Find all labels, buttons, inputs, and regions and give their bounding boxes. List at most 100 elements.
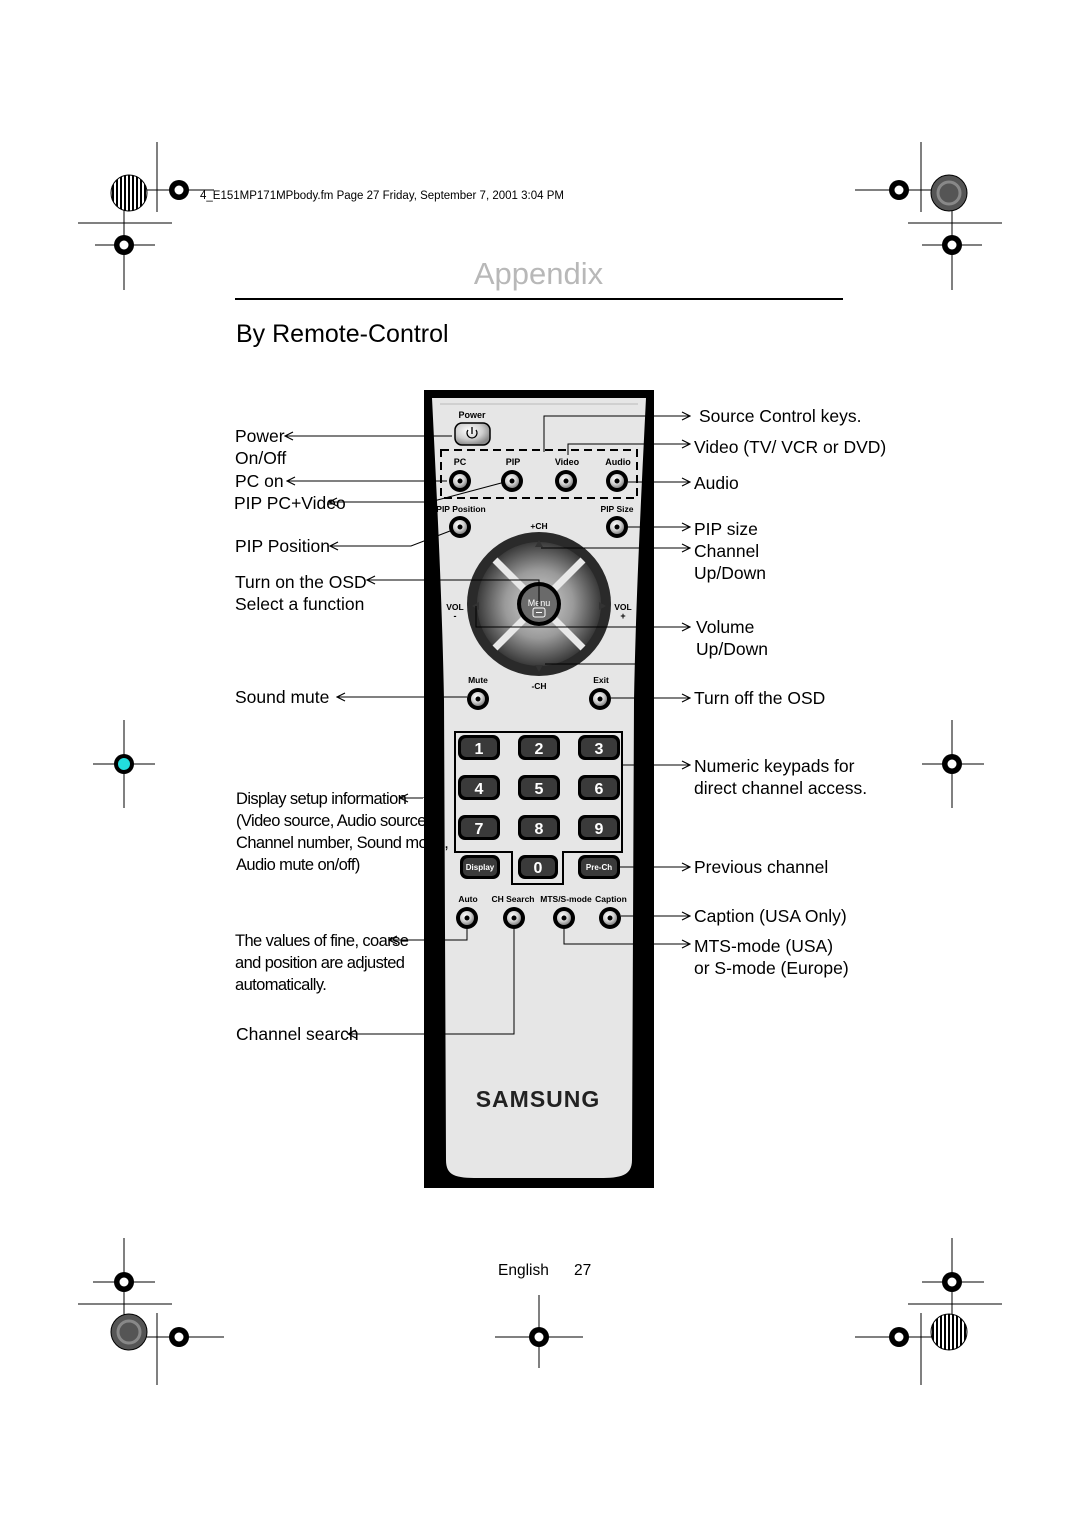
- remote-caption-button[interactable]: [599, 907, 621, 929]
- label-previous-channel: Previous channel: [694, 857, 829, 877]
- source-key-group: [440, 449, 638, 499]
- remote-pip-position-label: PIP Position: [436, 504, 485, 514]
- label-s-mode: or S-mode (Europe): [694, 958, 849, 978]
- registration-target: [942, 235, 962, 255]
- label-select-function: Select a function: [235, 594, 365, 614]
- label-numeric-keypads-2: direct channel access.: [694, 778, 868, 798]
- remote-exit-button[interactable]: [589, 688, 611, 710]
- remote-control: Power PC PIP Video Audio PIP Position PI…: [424, 390, 654, 1188]
- label-channel: Channel: [694, 541, 760, 561]
- label-display-info-1: Display setup information: [236, 790, 407, 808]
- label-turn-on-osd: Turn on the OSD: [235, 572, 367, 592]
- label-display-info-3: Channel number, Sound mode,: [236, 834, 449, 852]
- remote-digit-6-label: 6: [595, 781, 604, 798]
- remote-audio-button[interactable]: [606, 470, 628, 492]
- remote-vol-minus-label: -: [454, 611, 457, 621]
- file-header-line: 4_E151MP171MPbody.fm Page 27 Friday, Sep…: [200, 190, 564, 202]
- registration-target: [889, 180, 909, 200]
- remote-audio-label: Audio: [605, 457, 631, 467]
- registration-target: [169, 1327, 189, 1347]
- remote-digit-0-button[interactable]: [518, 855, 558, 879]
- remote-caption-label: Caption: [595, 894, 627, 904]
- remote-pip-button[interactable]: [501, 470, 523, 492]
- footer-language: English: [498, 1262, 549, 1279]
- registration-target: [114, 235, 134, 255]
- remote-ch-minus-label: -CH: [531, 681, 546, 691]
- label-pip-position: PIP Position: [235, 536, 331, 556]
- remote-digit-7-button[interactable]: 7: [458, 815, 500, 840]
- remote-pip-position-button[interactable]: [449, 516, 471, 538]
- remote-digit-2-label: 2: [535, 741, 544, 758]
- registration-target: [169, 180, 189, 200]
- remote-digit-3-button[interactable]: 3: [578, 735, 620, 760]
- remote-digit-5-button[interactable]: 5: [518, 775, 560, 800]
- remote-pc-label: PC: [454, 457, 467, 467]
- ch-up-arrow-icon: [535, 540, 543, 547]
- remote-digit-0-label: 0: [534, 860, 543, 877]
- remote-digit-7-label: 7: [475, 821, 484, 838]
- remote-digit-6-button[interactable]: 6: [578, 775, 620, 800]
- remote-ch-search-button[interactable]: [503, 907, 525, 929]
- remote-ch-plus-label: +CH: [530, 521, 547, 531]
- remote-mts-smode-label: MTS/S-mode: [540, 894, 592, 904]
- numeric-keypad-frame: [454, 731, 623, 885]
- label-channel-updown: Up/Down: [694, 563, 766, 583]
- label-pc-on: PC on: [235, 471, 284, 491]
- label-volume: Volume: [696, 617, 755, 637]
- remote-auto-label: Auto: [458, 894, 477, 904]
- section-title: By Remote-Control: [236, 320, 449, 348]
- label-power: Power: [235, 426, 285, 446]
- registration-target-cyan: [114, 754, 134, 774]
- remote-digit-5-label: 5: [535, 781, 544, 798]
- remote-pip-label: PIP: [506, 457, 521, 467]
- registration-targets: [114, 180, 962, 1347]
- remote-digit-4-button[interactable]: 4: [458, 775, 500, 800]
- registration-target: [114, 1272, 134, 1292]
- registration-target: [942, 754, 962, 774]
- registration-target: [942, 1272, 962, 1292]
- remote-vol-plus-label: +: [620, 611, 625, 621]
- remote-mts-smode-button[interactable]: [553, 907, 575, 929]
- label-caption: Caption (USA Only): [694, 906, 847, 926]
- color-wheels: [110, 174, 968, 1351]
- remote-digit-4-label: 4: [475, 781, 484, 798]
- remote-vol-right-label: VOL: [614, 602, 631, 612]
- remote-pre-ch-button[interactable]: [578, 855, 620, 879]
- remote-digit-1-button[interactable]: 1: [458, 735, 500, 760]
- remote-display-label: Display: [466, 863, 495, 872]
- color-wheel: [930, 174, 968, 212]
- remote-display-button[interactable]: [460, 855, 500, 879]
- color-wheel: [110, 174, 148, 212]
- label-auto-adjust-2: and position are adjusted: [235, 954, 405, 972]
- label-display-info-4: Audio mute on/off): [236, 856, 360, 874]
- label-video-source: Video (TV/ VCR or DVD): [694, 437, 887, 457]
- remote-power-label: Power: [458, 410, 486, 420]
- remote-pre-ch-label: Pre-Ch: [586, 863, 612, 872]
- label-display-info-2: (Video source, Audio source,: [236, 812, 430, 830]
- remote-video-label: Video: [555, 457, 580, 467]
- label-auto-adjust-1: The values of fine, coarse: [235, 932, 409, 950]
- remote-auto-button[interactable]: [456, 907, 478, 929]
- ch-down-arrow-icon: [535, 665, 543, 672]
- label-mts-mode: MTS-mode (USA): [694, 936, 834, 956]
- remote-digit-2-button[interactable]: 2: [518, 735, 560, 760]
- remote-digit-9-button[interactable]: 9: [578, 815, 620, 840]
- remote-exit-label: Exit: [593, 675, 609, 685]
- menu-enter-icon: [532, 607, 546, 618]
- label-channel-search: Channel search: [236, 1024, 359, 1044]
- remote-digit-3-label: 3: [595, 741, 604, 758]
- remote-mute-label: Mute: [468, 675, 488, 685]
- vol-up-arrow-icon: [599, 602, 606, 610]
- remote-mute-button[interactable]: [467, 688, 489, 710]
- remote-video-button[interactable]: [555, 470, 577, 492]
- remote-pip-size-button[interactable]: [606, 516, 628, 538]
- label-power-onoff: On/Off: [235, 448, 287, 468]
- remote-digit-8-button[interactable]: 8: [518, 815, 560, 840]
- color-wheel: [110, 1313, 148, 1351]
- remote-pc-button[interactable]: [449, 470, 471, 492]
- title-rule: [235, 298, 843, 300]
- chapter-title: Appendix: [473, 256, 604, 291]
- remote-vol-left-label: VOL: [446, 602, 463, 612]
- label-sound-mute: Sound mute: [235, 687, 330, 707]
